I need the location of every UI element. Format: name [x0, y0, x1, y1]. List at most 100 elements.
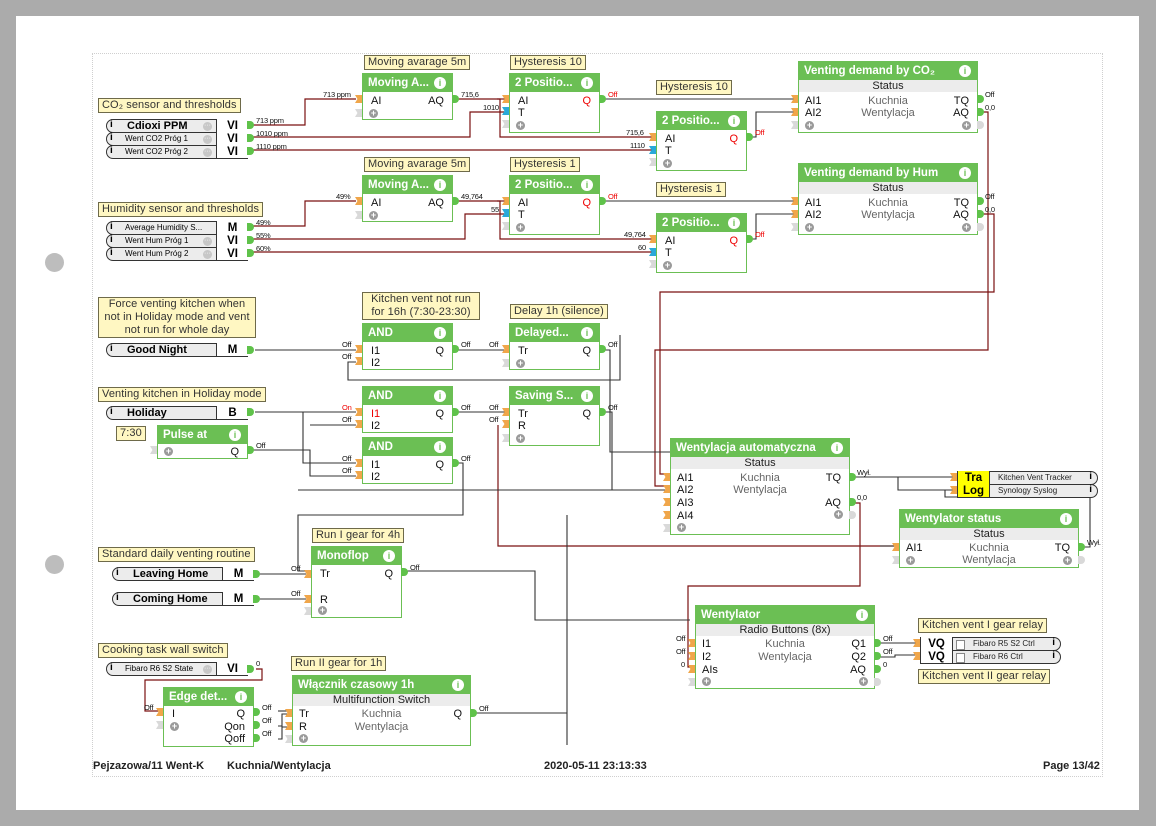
info-icon[interactable]: i: [110, 221, 113, 232]
info-icon[interactable]: i: [959, 167, 971, 179]
input-pin[interactable]: [950, 473, 957, 481]
add-output-icon[interactable]: +: [1063, 555, 1072, 565]
block-hysteresis-hum-2[interactable]: 2 Positio...i AI T Q +: [656, 213, 747, 273]
info-icon[interactable]: i: [434, 179, 446, 191]
info-icon[interactable]: i: [110, 132, 113, 143]
output-pin[interactable]: [874, 652, 881, 660]
output-tracker[interactable]: Tra Kitchen Vent Tracker i: [957, 471, 1098, 485]
input-pin[interactable]: [649, 235, 656, 243]
output-pin[interactable]: [849, 473, 856, 481]
output-pin[interactable]: [977, 223, 984, 231]
input-pin[interactable]: [663, 485, 670, 493]
add-input-icon[interactable]: +: [516, 222, 525, 232]
output-pin[interactable]: [247, 408, 254, 416]
add-input-icon[interactable]: +: [516, 358, 525, 368]
info-icon[interactable]: i: [116, 592, 119, 603]
output-pin[interactable]: [253, 708, 260, 716]
input-pin[interactable]: [355, 109, 362, 117]
input-pin[interactable]: [663, 524, 670, 532]
more-icon[interactable]: ···: [203, 135, 212, 144]
output-pin[interactable]: [247, 236, 254, 244]
input-pin[interactable]: [355, 471, 362, 479]
input-pin[interactable]: [663, 498, 670, 506]
input-pin[interactable]: [150, 446, 157, 454]
info-icon[interactable]: i: [110, 145, 113, 156]
output-pin[interactable]: [977, 121, 984, 129]
output-pin[interactable]: [247, 346, 254, 354]
input-coming-home[interactable]: i Coming Home M: [112, 592, 254, 606]
input-pin[interactable]: [304, 570, 311, 578]
info-icon[interactable]: i: [959, 65, 971, 77]
output-pin[interactable]: [599, 408, 606, 416]
output-pin[interactable]: [247, 134, 254, 142]
input-pin[interactable]: [355, 197, 362, 205]
input-pin[interactable]: [502, 408, 509, 416]
input-pin[interactable]: [502, 420, 509, 428]
output-pin[interactable]: [452, 459, 459, 467]
output-pin[interactable]: [849, 511, 856, 519]
threshold-pin[interactable]: [502, 209, 509, 217]
output-pin[interactable]: [1078, 543, 1085, 551]
input-leaving-home[interactable]: i Leaving Home M: [112, 567, 254, 581]
input-pin[interactable]: [913, 652, 920, 660]
input-pin[interactable]: [791, 95, 798, 103]
output-pin[interactable]: [247, 665, 254, 673]
input-pin[interactable]: [355, 95, 362, 103]
output-pin[interactable]: [746, 133, 753, 141]
output-pin[interactable]: [746, 235, 753, 243]
input-co2-ppm[interactable]: i Cdioxi PPM ··· VI: [106, 119, 248, 133]
info-icon[interactable]: i: [1052, 637, 1055, 648]
output-pin[interactable]: [247, 249, 254, 257]
add-input-icon[interactable]: +: [516, 120, 525, 130]
output-pin[interactable]: [247, 223, 254, 231]
info-icon[interactable]: i: [434, 77, 446, 89]
output-pin[interactable]: [253, 734, 260, 742]
add-input-icon[interactable]: +: [805, 120, 814, 130]
block-hysteresis-hum-1[interactable]: 2 Positio...i AI T Q +: [509, 175, 600, 235]
input-pin[interactable]: [502, 222, 509, 230]
input-pin[interactable]: [663, 473, 670, 481]
block-hysteresis-co2-1[interactable]: 2 Positio...i AI T Q +: [509, 73, 600, 133]
info-icon[interactable]: i: [383, 550, 395, 562]
input-pin[interactable]: [304, 607, 311, 615]
input-pin[interactable]: [688, 639, 695, 647]
more-icon[interactable]: ···: [203, 665, 212, 674]
info-icon[interactable]: i: [434, 327, 446, 339]
output-pin[interactable]: [977, 108, 984, 116]
info-icon[interactable]: i: [434, 441, 446, 453]
more-icon[interactable]: ···: [203, 250, 212, 259]
add-input-icon[interactable]: +: [906, 555, 915, 565]
input-pin[interactable]: [688, 665, 695, 673]
output-pin[interactable]: [470, 709, 477, 717]
threshold-pin[interactable]: [649, 146, 656, 154]
output-pin[interactable]: [1078, 556, 1085, 564]
info-icon[interactable]: i: [581, 77, 593, 89]
input-pin[interactable]: [355, 357, 362, 365]
input-pin[interactable]: [502, 345, 509, 353]
input-pin[interactable]: [688, 652, 695, 660]
input-pin[interactable]: [502, 197, 509, 205]
add-input-icon[interactable]: +: [318, 605, 327, 615]
info-icon[interactable]: i: [110, 662, 113, 673]
add-input-icon[interactable]: +: [164, 446, 173, 456]
input-pin[interactable]: [502, 359, 509, 367]
block-hysteresis-co2-2[interactable]: 2 Positio...i AI T Q +: [656, 111, 747, 171]
input-pin[interactable]: [892, 556, 899, 564]
input-pin[interactable]: [649, 158, 656, 166]
info-icon[interactable]: i: [581, 390, 593, 402]
info-icon[interactable]: i: [110, 119, 113, 130]
block-delayed[interactable]: Delayed...i Tr Q +: [509, 323, 600, 370]
output-pin[interactable]: [977, 197, 984, 205]
add-input-icon[interactable]: +: [805, 222, 814, 232]
output-pin[interactable]: [849, 498, 856, 506]
output-pin[interactable]: [874, 639, 881, 647]
input-pin[interactable]: [355, 420, 362, 428]
